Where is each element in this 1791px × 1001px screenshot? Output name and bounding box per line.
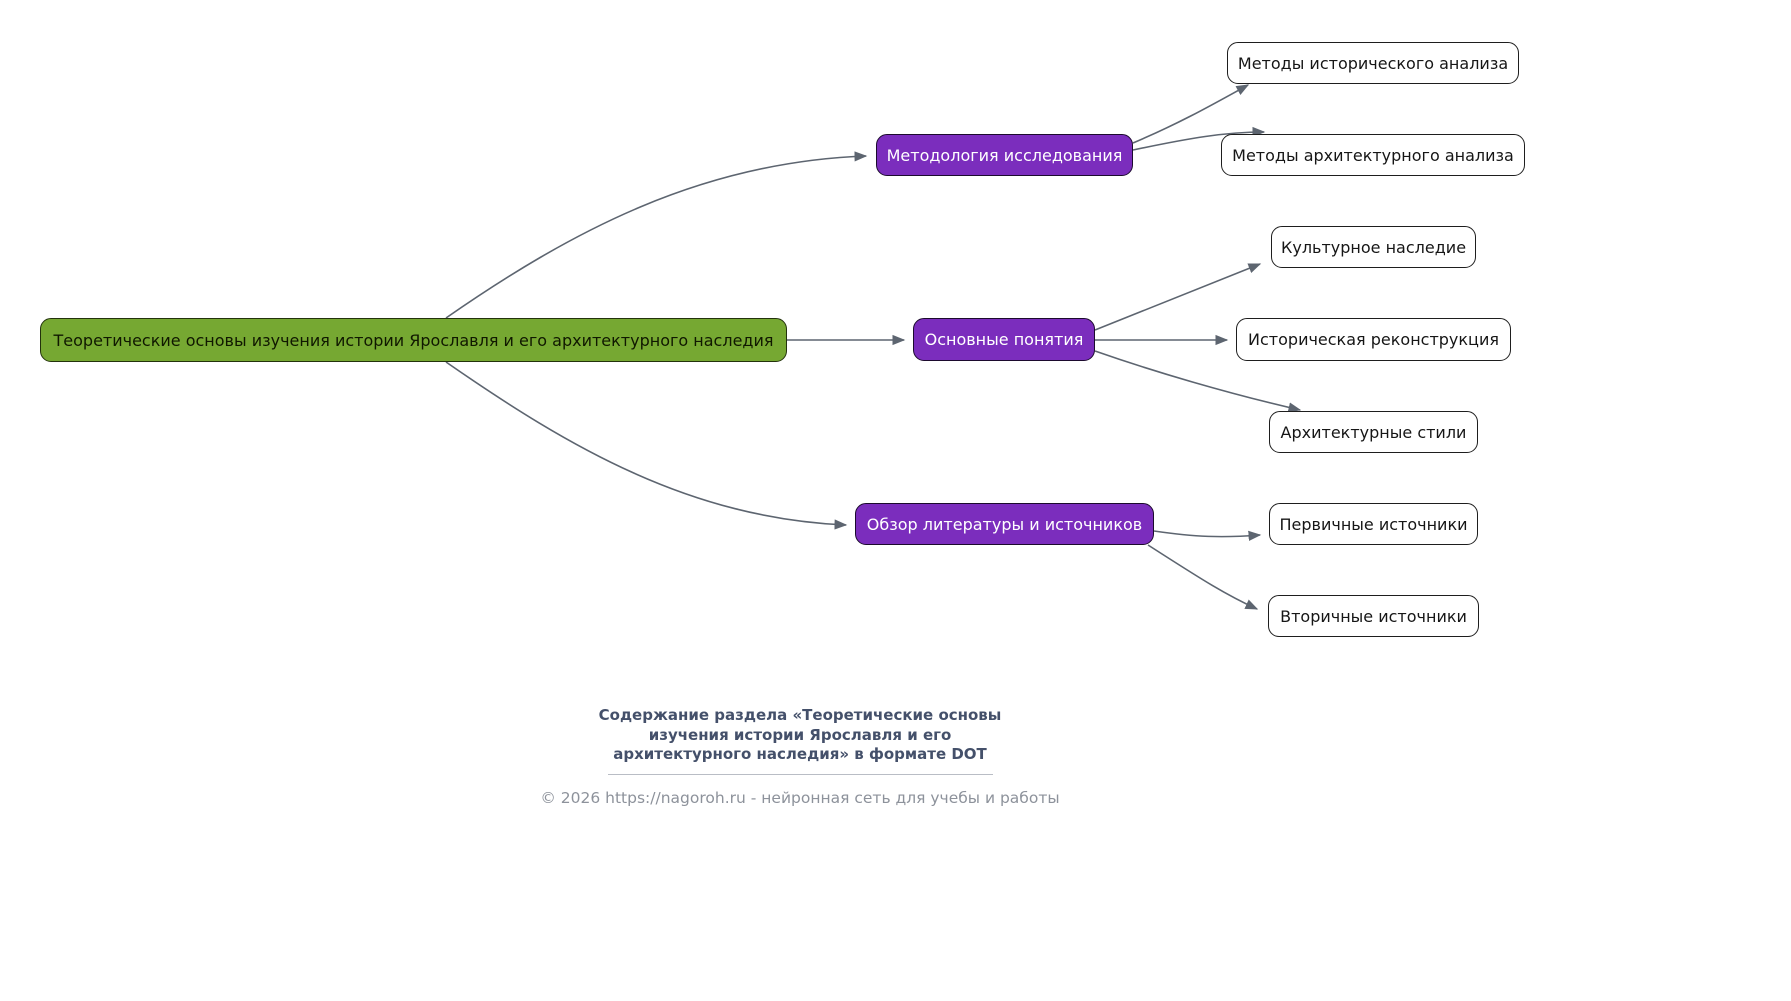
node-branch-literature: Обзор литературы и источников xyxy=(855,503,1154,545)
node-branch-concepts-label: Основные понятия xyxy=(924,330,1084,349)
node-leaf-cultural-heritage-label: Культурное наследие xyxy=(1280,237,1467,257)
node-leaf-styles: Архитектурные стили xyxy=(1269,411,1478,453)
node-root: Теоретические основы изучения истории Яр… xyxy=(40,318,787,362)
node-leaf-cultural-heritage: Культурное наследие xyxy=(1271,226,1476,268)
node-branch-methodology: Методология исследования xyxy=(876,134,1133,176)
footer-title: Содержание раздела «Теоретические основы… xyxy=(520,706,1080,765)
footer-title-line-1: Содержание раздела «Теоретические основы xyxy=(598,706,1002,724)
node-leaf-historical-methods: Методы исторического анализа xyxy=(1227,42,1519,84)
edge-literature-to-secondary-sources xyxy=(1147,544,1259,610)
edge-root-to-methodology xyxy=(445,151,868,319)
footer: Содержание раздела «Теоретические основы… xyxy=(520,706,1080,807)
edge-root-to-literature xyxy=(445,361,848,530)
node-leaf-historical-methods-label: Методы исторического анализа xyxy=(1237,53,1509,73)
footer-divider xyxy=(607,773,993,775)
node-leaf-styles-label: Архитектурные стили xyxy=(1280,422,1467,442)
node-leaf-secondary-sources-label: Вторичные источники xyxy=(1280,606,1467,626)
node-leaf-architectural-methods-label: Методы архитектурного анализа xyxy=(1232,145,1514,165)
edge-concepts-to-cultural-heritage xyxy=(1094,263,1262,331)
node-branch-methodology-label: Методология исследования xyxy=(886,145,1123,165)
footer-title-line-3: архитектурного наследия» в формате DOT xyxy=(613,745,987,763)
footer-copyright: © 2026 https://nagoroh.ru - нейронная се… xyxy=(540,788,1060,807)
node-leaf-primary-sources: Первичные источники xyxy=(1269,503,1478,545)
node-leaf-architectural-methods: Методы архитектурного анализа xyxy=(1221,134,1525,176)
node-leaf-secondary-sources: Вторичные источники xyxy=(1268,595,1479,637)
node-leaf-reconstruction: Историческая реконструкция xyxy=(1236,318,1511,361)
node-branch-literature-label: Обзор литературы и источников xyxy=(866,514,1143,534)
node-leaf-reconstruction-label: Историческая реконструкция xyxy=(1248,330,1499,349)
footer-title-line-2: изучения истории Ярославля и его xyxy=(648,725,952,744)
node-branch-concepts: Основные понятия xyxy=(913,318,1095,361)
node-root-label: Теоретические основы изучения истории Яр… xyxy=(53,330,774,350)
node-leaf-primary-sources-label: Первичные источники xyxy=(1279,514,1468,534)
edge-literature-to-primary-sources xyxy=(1153,530,1262,542)
